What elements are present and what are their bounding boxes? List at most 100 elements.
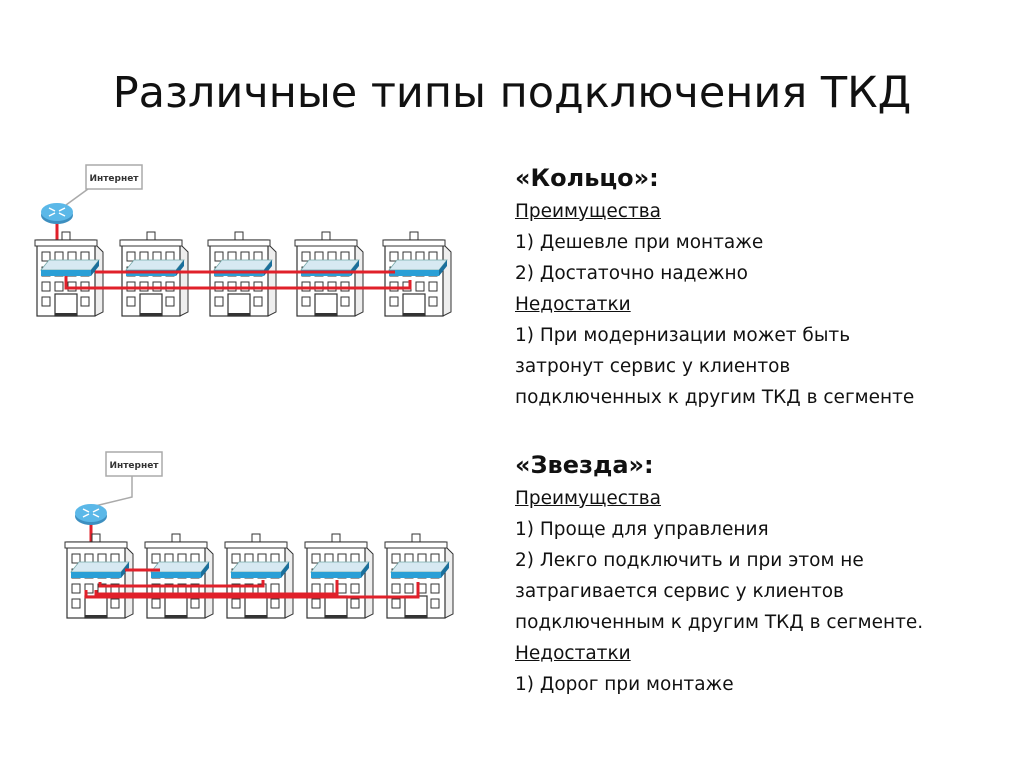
ring-disadvantage: 1) При модернизации может быть — [515, 325, 851, 346]
window — [126, 296, 136, 307]
window — [151, 598, 161, 609]
window — [84, 583, 94, 594]
cable — [98, 580, 265, 588]
building — [304, 533, 374, 619]
window — [389, 296, 399, 307]
ring-advantages-label: Преимущества — [515, 201, 661, 222]
window — [311, 598, 321, 609]
building — [382, 231, 452, 317]
door — [227, 293, 251, 317]
window — [340, 296, 350, 307]
window — [301, 251, 311, 262]
window — [71, 583, 81, 594]
internet-box — [105, 451, 163, 477]
building — [224, 533, 294, 619]
window — [231, 598, 241, 609]
door — [324, 595, 348, 619]
window — [41, 296, 51, 307]
switch-icon — [150, 561, 210, 578]
ring-disadvantage: затронут сервис у клиентов — [515, 356, 791, 377]
star-heading: «Звезда»: — [515, 451, 654, 479]
window — [415, 281, 425, 292]
door — [402, 293, 426, 317]
window — [404, 583, 414, 594]
window — [54, 281, 64, 292]
window — [430, 583, 440, 594]
building — [119, 231, 189, 317]
window — [214, 296, 224, 307]
window — [430, 598, 440, 609]
window — [311, 583, 321, 594]
switch-icon — [390, 561, 450, 578]
router-icon — [75, 504, 107, 525]
door — [244, 595, 268, 619]
window — [428, 296, 438, 307]
star-description: «Звезда»: Преимущества 1) Проще для упра… — [515, 447, 923, 700]
switch-icon — [70, 561, 130, 578]
cable — [64, 276, 412, 290]
window — [41, 251, 51, 262]
window — [214, 251, 224, 262]
star-advantages-label: Преимущества — [515, 488, 661, 509]
building — [144, 533, 214, 619]
router-icon — [41, 203, 73, 224]
switch-icon — [300, 259, 360, 276]
window — [301, 296, 311, 307]
window — [165, 296, 175, 307]
switch-icon — [40, 259, 100, 276]
internet-label: Интернет — [89, 174, 139, 184]
building — [384, 533, 454, 619]
window — [71, 598, 81, 609]
door — [54, 293, 78, 317]
window — [126, 251, 136, 262]
internet-box — [85, 164, 143, 190]
internet-link — [94, 476, 133, 507]
window — [324, 583, 334, 594]
door — [84, 595, 108, 619]
window — [350, 598, 360, 609]
ring-disadvantage: подключенных к другим ТКД в сегменте — [515, 387, 915, 408]
star-advantage: 2) Лекго подключить и при этом не — [515, 550, 864, 571]
switch-icon — [388, 259, 448, 276]
building — [64, 533, 134, 619]
window — [253, 296, 263, 307]
building — [34, 231, 104, 317]
window — [41, 281, 51, 292]
building — [294, 231, 364, 317]
window — [231, 553, 241, 564]
window — [190, 598, 200, 609]
star-advantage: подключенным к другим ТКД в сегменте. — [515, 612, 924, 633]
internet-label: Интернет — [109, 461, 159, 471]
switch-icon — [230, 561, 290, 578]
star-advantage: 1) Проще для управления — [515, 519, 769, 540]
window — [151, 553, 161, 564]
ring-disadvantages-label: Недостатки — [515, 294, 631, 315]
door — [139, 293, 163, 317]
ring-heading: «Кольцо»: — [515, 164, 659, 192]
window — [391, 598, 401, 609]
window — [391, 553, 401, 564]
window — [391, 583, 401, 594]
window — [428, 281, 438, 292]
building — [207, 231, 277, 317]
switch-icon — [213, 259, 273, 276]
window — [110, 598, 120, 609]
ring-advantage: 1) Дешевле при монтаже — [515, 232, 764, 253]
internet-link — [65, 188, 89, 206]
switch-icon — [310, 561, 370, 578]
ring-advantage: 2) Достаточно надежно — [515, 263, 748, 284]
door — [404, 595, 428, 619]
window — [350, 583, 360, 594]
slide-title: Различные типы подключения ТКД — [112, 68, 912, 118]
door — [164, 595, 188, 619]
window — [270, 598, 280, 609]
window — [311, 553, 321, 564]
cable — [94, 580, 339, 596]
window — [270, 583, 280, 594]
window — [80, 296, 90, 307]
window — [337, 583, 347, 594]
cable — [84, 582, 420, 599]
ring-description: «Кольцо»: Преимущества 1) Дешевле при мо… — [515, 160, 914, 413]
star-disadvantage: 1) Дорог при монтаже — [515, 674, 734, 695]
switch-icon — [125, 259, 185, 276]
